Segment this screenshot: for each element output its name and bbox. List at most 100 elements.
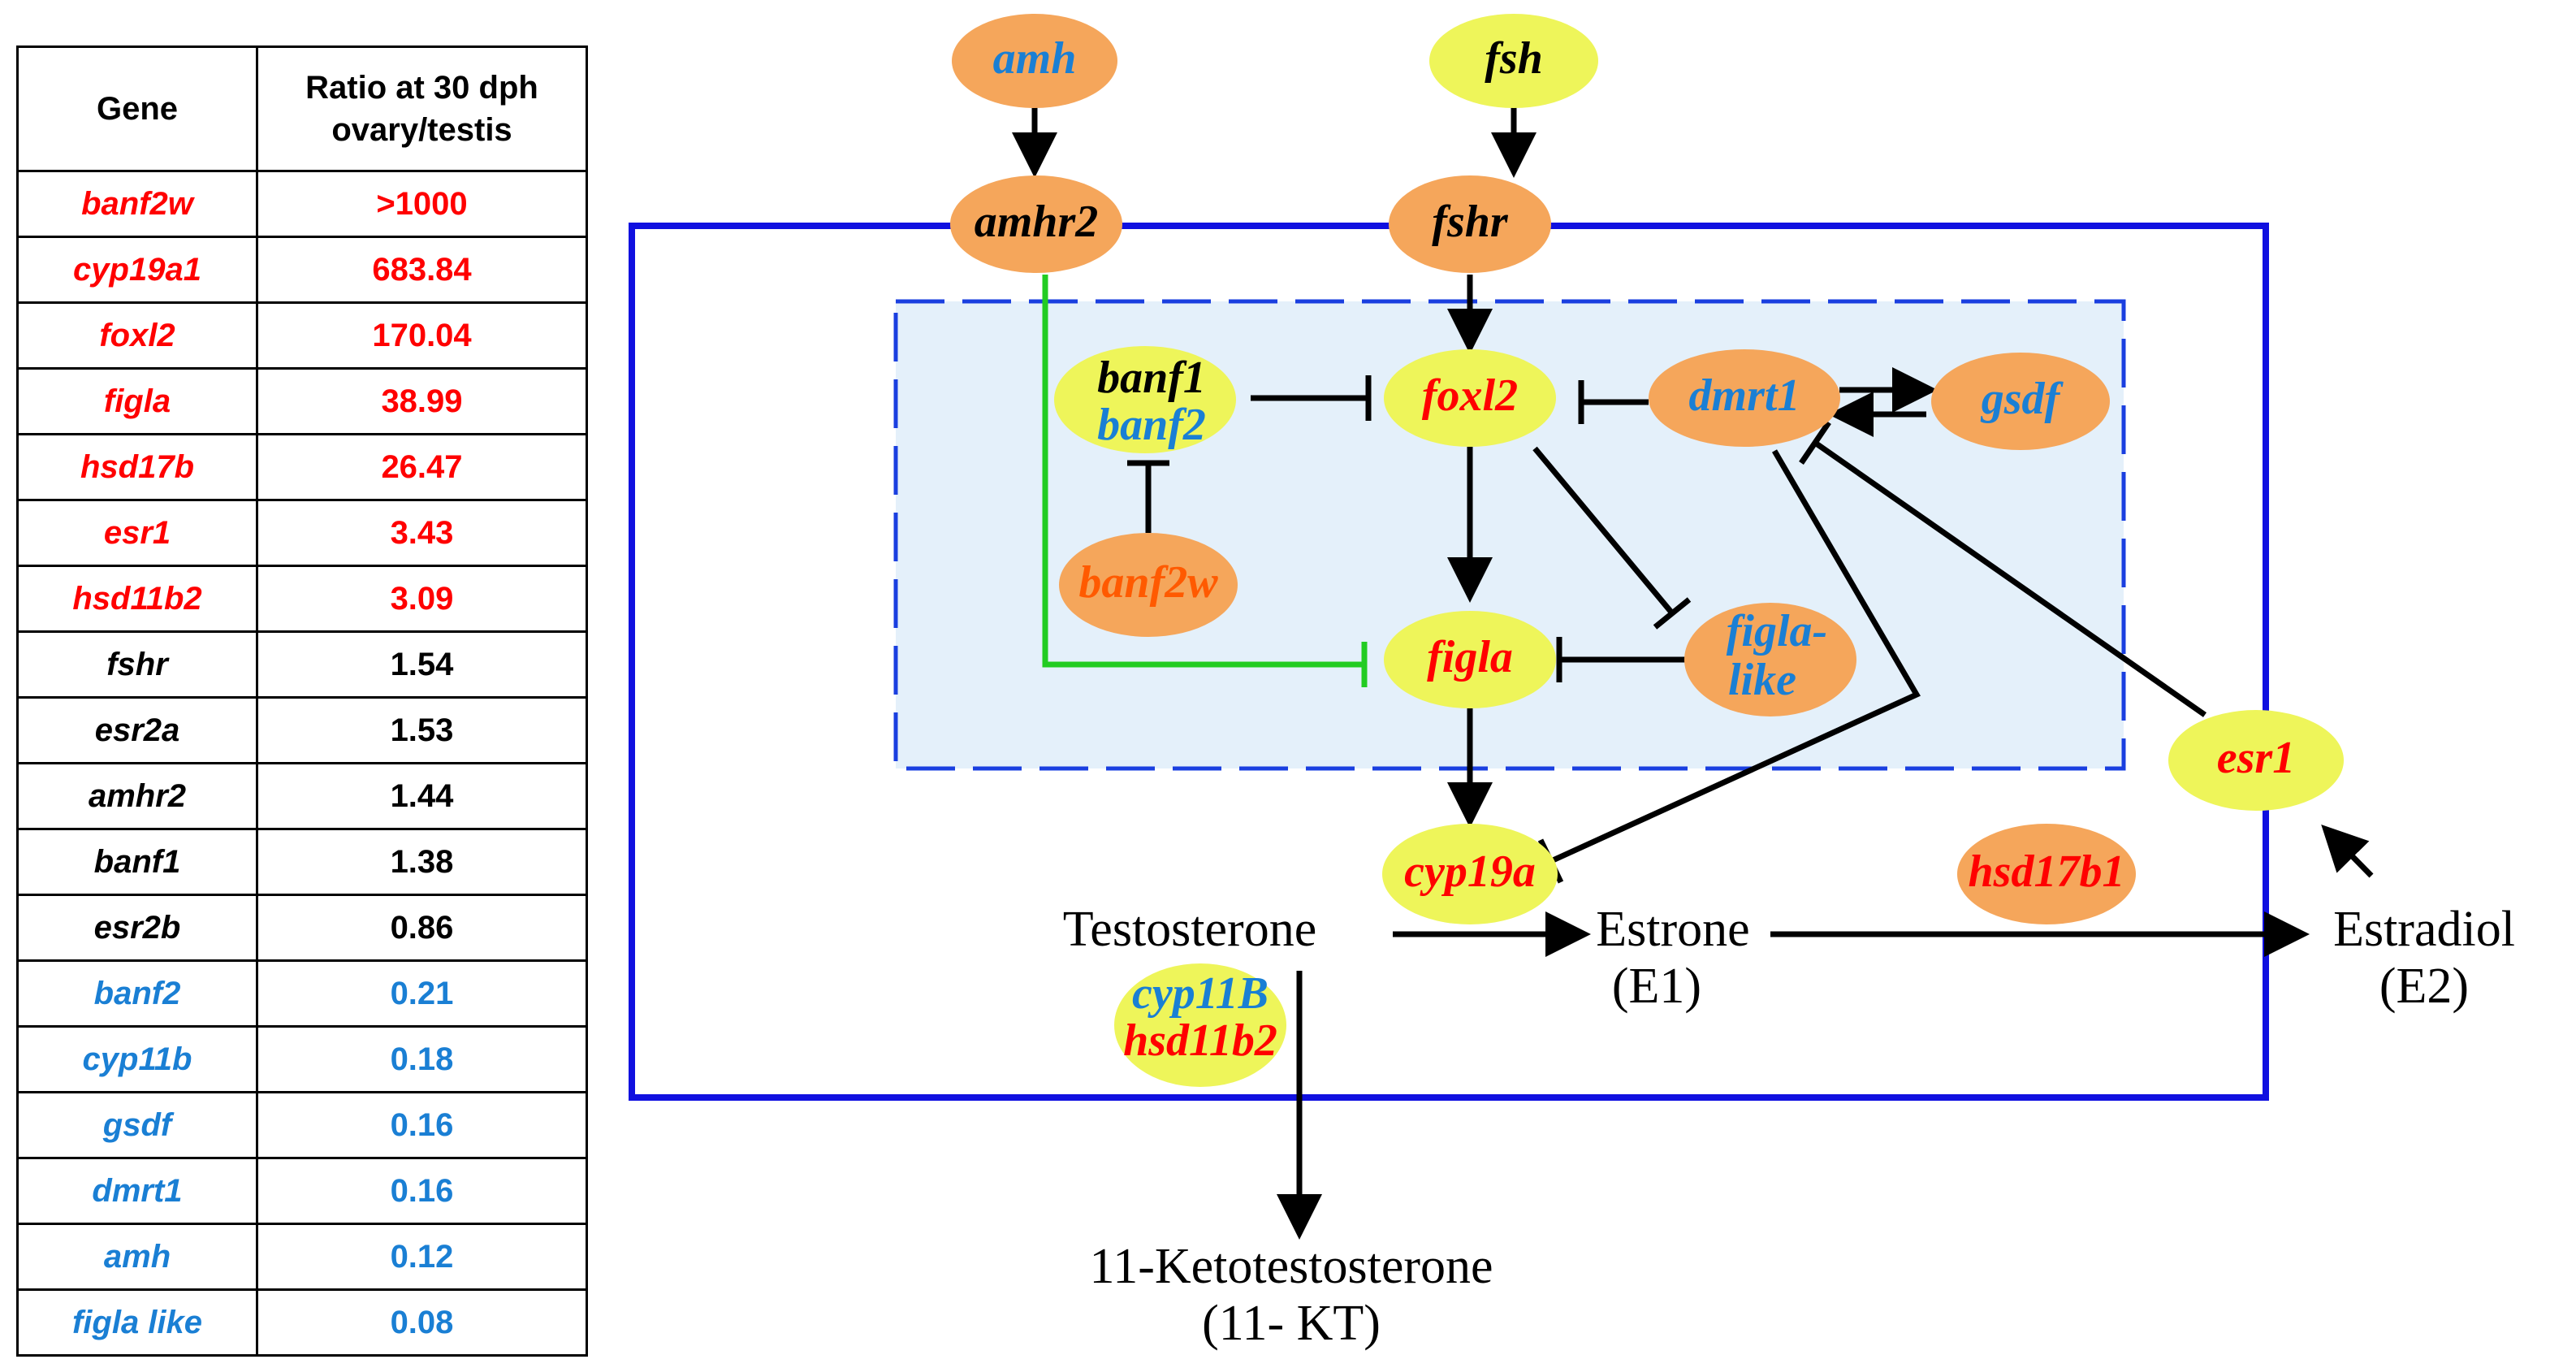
- gene-name-cell: cyp19a1: [16, 236, 258, 304]
- table-row: banf2w>1000: [16, 170, 588, 238]
- label-estrone: Estrone: [1596, 902, 1749, 957]
- gene-name-cell: banf2w: [16, 170, 258, 238]
- node-cyp19a: [1382, 824, 1558, 924]
- ratio-cell: 26.47: [256, 433, 588, 501]
- label-banf2w: banf2w: [1078, 557, 1218, 608]
- node-fshr: [1389, 175, 1551, 273]
- label-testosterone: Testosterone: [1063, 902, 1316, 957]
- label-foxl2: foxl2: [1422, 370, 1518, 421]
- ratio-cell: 3.43: [256, 499, 588, 567]
- label-hsd11b2: hsd11b2: [1123, 1015, 1277, 1066]
- ratio-cell: 3.09: [256, 565, 588, 633]
- label-fshr: fshr: [1432, 197, 1509, 247]
- node-dmrt1: [1649, 349, 1840, 447]
- label-banf2: banf2: [1097, 400, 1206, 450]
- amh-inhibition-path: [1042, 275, 1368, 687]
- ratio-cell: 683.84: [256, 236, 588, 304]
- inhibit-esr1-dmrt1: [1813, 440, 2207, 717]
- ratio-cell: 1.53: [256, 696, 588, 764]
- node-esr1: [2168, 710, 2344, 811]
- node-gsdf: [1931, 353, 2110, 450]
- header-ratio-line1: Ratio at 30 dph: [305, 70, 538, 106]
- label-figla: figla: [1427, 632, 1513, 682]
- gene-name-cell: esr2b: [16, 894, 258, 962]
- label-11kt-abbr: (11- KT): [1202, 1296, 1381, 1351]
- gene-name-cell: esr2a: [16, 696, 258, 764]
- table-header-row: Gene Ratio at 30 dph ovary/testis: [16, 45, 588, 172]
- ratio-cell: 0.08: [256, 1288, 588, 1357]
- gene-name-cell: amhr2: [16, 762, 258, 830]
- label-estrone-abbr: (E1): [1612, 959, 1701, 1014]
- ratio-cell: 0.86: [256, 894, 588, 962]
- ratio-cell: >1000: [256, 170, 588, 238]
- label-gsdf: gsdf: [1980, 374, 2064, 424]
- label-banf1: banf1: [1097, 353, 1206, 403]
- ratio-cell: 1.44: [256, 762, 588, 830]
- ratio-cell: 1.38: [256, 828, 588, 896]
- ratio-cell: 0.16: [256, 1091, 588, 1159]
- gene-name-cell: amh: [16, 1223, 258, 1291]
- node-cyp11b-hsd11b2: [1114, 963, 1286, 1087]
- gene-nodes: amh fsh amhr2 fshr banf1 banf2 foxl2 dmr…: [950, 14, 2344, 1087]
- node-banf2w: [1059, 533, 1238, 637]
- ratio-cell: 0.18: [256, 1025, 588, 1093]
- gene-name-cell: cyp11b: [16, 1025, 258, 1093]
- gene-ratio-table: Gene Ratio at 30 dph ovary/testis banf2w…: [16, 45, 588, 1357]
- gene-name-cell: fshr: [16, 630, 258, 699]
- node-banf: [1054, 346, 1236, 453]
- label-amhr2: amhr2: [975, 197, 1099, 247]
- header-ratio-line2: ovary/testis: [331, 112, 512, 148]
- ratio-cell: 170.04: [256, 301, 588, 370]
- gene-name-cell: banf1: [16, 828, 258, 896]
- label-figla-like-2: like: [1728, 655, 1796, 705]
- header-ratio: Ratio at 30 dph ovary/testis: [256, 45, 588, 172]
- gene-name-cell: hsd17b: [16, 433, 258, 501]
- ratio-cell: 1.54: [256, 630, 588, 699]
- label-hsd17b1: hsd17b1: [1969, 846, 2125, 897]
- header-gene: Gene: [16, 45, 258, 172]
- ratio-cell: 0.12: [256, 1223, 588, 1291]
- gene-name-cell: banf2: [16, 959, 258, 1028]
- label-estradiol: Estradiol: [2333, 902, 2515, 957]
- node-amh: [952, 14, 1117, 108]
- gene-name-cell: hsd11b2: [16, 565, 258, 633]
- node-amhr2: [950, 175, 1122, 273]
- label-cyp19a: cyp19a: [1404, 846, 1536, 897]
- label-cyp11b: cyp11B: [1132, 968, 1269, 1019]
- hormone-labels: Testosterone Estrone (E1) Estradiol (E2)…: [1063, 902, 2515, 1351]
- label-amh: amh: [993, 33, 1077, 84]
- node-figla-like: [1684, 603, 1856, 716]
- gene-name-cell: gsdf: [16, 1091, 258, 1159]
- ratio-cell: 0.21: [256, 959, 588, 1028]
- arrow-estradiol-esr1: [2321, 825, 2374, 878]
- label-dmrt1: dmrt1: [1689, 370, 1800, 421]
- inhibit-foxl2-figlalike: [1532, 446, 1675, 617]
- label-estradiol-abbr: (E2): [2379, 959, 2469, 1014]
- label-fsh: fsh: [1485, 33, 1543, 84]
- gene-name-cell: figla: [16, 367, 258, 435]
- ratio-cell: 38.99: [256, 367, 588, 435]
- node-fsh: [1429, 14, 1598, 108]
- label-esr1: esr1: [2217, 733, 2295, 783]
- node-hsd17b1: [1957, 824, 2136, 924]
- gene-name-cell: foxl2: [16, 301, 258, 370]
- inhibit-dmrt1-cyp19a: [1549, 449, 1921, 864]
- gene-name-cell: figla like: [16, 1288, 258, 1357]
- gene-name-cell: dmrt1: [16, 1157, 258, 1225]
- node-figla: [1384, 611, 1556, 708]
